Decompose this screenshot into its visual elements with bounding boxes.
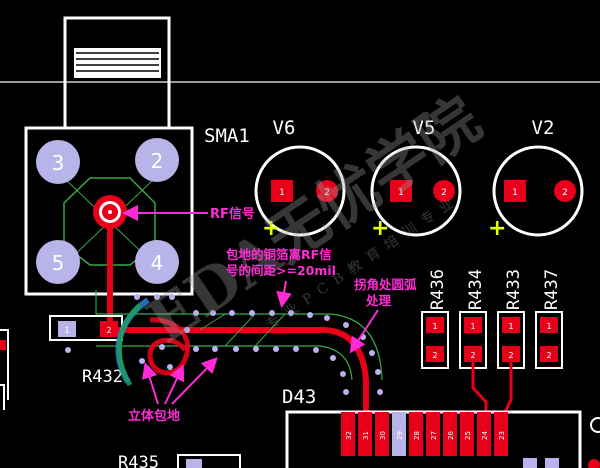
ground-stitch-vias — [134, 294, 383, 395]
sma-pin-5[interactable]: 5 — [36, 240, 80, 284]
pin-label: 30 — [379, 431, 387, 440]
left-edge-partial-part — [0, 329, 9, 410]
resistor-r433[interactable]: R433 1 2 — [497, 269, 525, 369]
pad-label: 1 — [470, 322, 475, 331]
pad-label: 1 — [546, 322, 551, 331]
annotation-text: 立体包地 — [128, 408, 180, 424]
resistor-designator: R433 — [504, 269, 524, 310]
pin-label: 31 — [362, 431, 370, 440]
pin-label: 28 — [413, 431, 421, 440]
pin-label: 4 — [151, 251, 164, 275]
via-designator: V2 — [532, 117, 555, 139]
ic-d43[interactable]: D43 32 31 30 29 28 27 26 25 24 23 — [282, 386, 582, 468]
ground-guard-lower — [96, 345, 353, 381]
pad-label: 1 — [432, 322, 437, 331]
r435-designator: R435 — [118, 453, 159, 468]
ic-pins — [341, 412, 508, 456]
sma-center-pin[interactable] — [93, 195, 127, 229]
via-designator: V5 — [413, 117, 436, 139]
via-designator: V6 — [273, 117, 296, 139]
pin-label: 26 — [447, 431, 455, 440]
pad-label: 2 — [546, 351, 551, 360]
resistor-designator: R436 — [428, 269, 448, 310]
resistor-r434[interactable]: R434 1 2 — [459, 269, 487, 369]
annotation-stereo-ground: 立体包地 — [128, 357, 218, 424]
pad-label: 2 — [441, 188, 447, 198]
pad-label: 1 — [279, 188, 285, 198]
pin-label: 2 — [151, 149, 164, 173]
pad-label: 2 — [562, 188, 568, 198]
pad-label: 1 — [64, 326, 69, 335]
resistor-r436[interactable]: R436 1 2 — [421, 269, 449, 369]
right-edge-partial-part — [588, 417, 600, 468]
pad-label: 2 — [508, 351, 513, 360]
annotation-copper-spacing: 包地的铜箔离RF信 号的间距>=20mil — [225, 247, 336, 308]
r432-designator: R432 — [82, 367, 123, 387]
annotation-text: 号的间距>=20mil — [226, 263, 336, 278]
pin-label: 32 — [345, 431, 353, 440]
pad-label: 2 — [432, 351, 437, 360]
via-v2[interactable]: V2 1 2 — [492, 117, 584, 237]
via-v6[interactable]: V6 1 2 — [254, 117, 346, 237]
ic-designator: D43 — [282, 386, 316, 408]
polarity-plus-mark: + — [371, 216, 389, 241]
sma-pin-4[interactable]: 4 — [135, 240, 179, 284]
pad-label: 2 — [106, 326, 111, 335]
polarity-plus-mark: + — [488, 216, 506, 241]
pin-label: 29 — [396, 431, 404, 440]
resistor-designator: R437 — [542, 269, 562, 310]
stereo-ground-swoosh — [115, 297, 191, 387]
keepout-octagon — [63, 177, 156, 266]
pin-label: 5 — [52, 251, 65, 275]
pin-label: 23 — [498, 431, 506, 440]
sma-designator: SMA1 — [204, 125, 250, 147]
ic-pin-numbers: 32 31 30 29 28 27 26 25 24 23 — [345, 431, 506, 440]
annotation-text: 包地的铜箔离RF信 — [225, 247, 332, 262]
resistor-designator: R434 — [466, 269, 486, 310]
pin-label: 3 — [52, 151, 65, 175]
annotation-corner-arc: 拐角处圆弧 处理 — [349, 277, 417, 354]
sma-pin-2[interactable]: 2 — [135, 138, 179, 182]
pin-label: 27 — [430, 431, 438, 440]
pin-label: 25 — [464, 431, 472, 440]
via-v5[interactable]: V5 1 2 — [370, 117, 462, 237]
annotation-text: 处理 — [365, 293, 392, 308]
pad-label: 2 — [324, 188, 330, 198]
ground-guard-hatch — [199, 313, 286, 347]
annotation-text: 拐角处圆弧 — [354, 277, 417, 292]
pad-label: 1 — [398, 188, 404, 198]
pin-label: 24 — [481, 431, 489, 440]
pad-label: 1 — [512, 188, 518, 198]
annotation-rf-signal: RF信号 — [122, 205, 255, 222]
sma-pin-3[interactable]: 3 — [36, 140, 80, 184]
pad-label: 1 — [508, 322, 513, 331]
ground-guard-upper — [95, 290, 383, 381]
r435-footprint[interactable]: R435 — [118, 453, 241, 468]
pad-label: 2 — [470, 351, 475, 360]
resistor-r437[interactable]: R437 1 2 — [535, 269, 563, 369]
polarity-plus-mark: + — [262, 216, 280, 241]
annotation-text: RF信号 — [210, 206, 255, 222]
